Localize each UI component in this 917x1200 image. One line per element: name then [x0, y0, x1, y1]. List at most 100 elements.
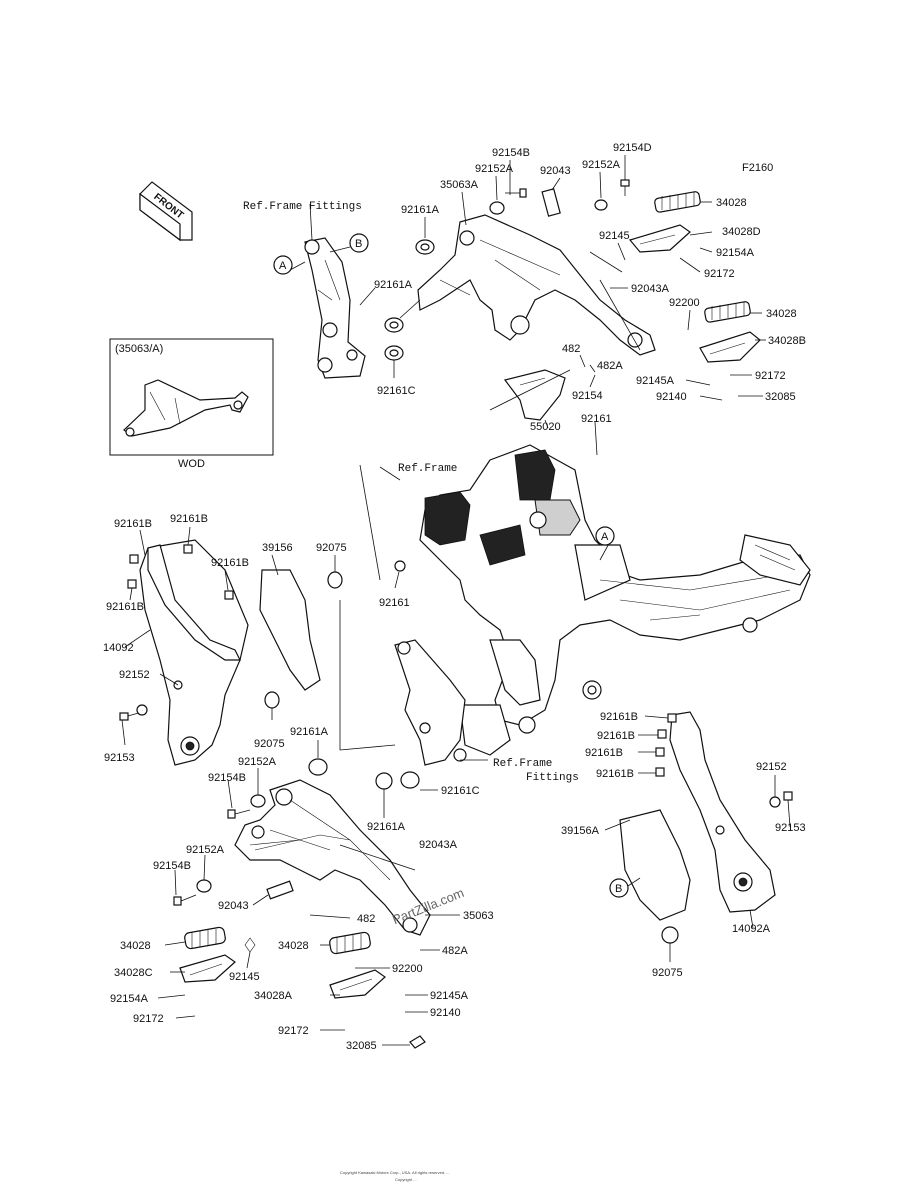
front-arrow-icon: FRONT: [139, 181, 193, 242]
label-92161B-l2: 92161B: [170, 513, 208, 525]
bushing-92161A-bottom: [375, 772, 393, 790]
label-92154A-top: 92154A: [716, 247, 755, 259]
pad-92161B-r4: [655, 767, 665, 777]
marker-a-top: A: [273, 255, 293, 275]
bushing-92161C-top: [384, 345, 404, 361]
label-34028-bm: 34028: [278, 940, 309, 952]
label-92161B-r3: 92161B: [585, 747, 623, 759]
label-92161C-top: 92161C: [377, 385, 416, 397]
footpeg-rubber-34028-top: [654, 191, 701, 213]
ref-frame-fittings-mid-2: Fittings: [526, 772, 579, 784]
shield-39156A: [619, 809, 691, 921]
ref-frame-fittings-mid-1: Ref.Frame: [493, 758, 552, 770]
footpeg-34028B: [699, 331, 761, 363]
label-92200-top: 92200: [669, 297, 700, 309]
label-92152A-l2: 92152A: [186, 844, 225, 856]
label-92161A-top: 92161A: [401, 204, 440, 216]
pad-92161B-l3: [224, 590, 234, 600]
label-92043-top: 92043: [540, 165, 571, 177]
side-cover-14092A: [669, 711, 776, 913]
label-39156A: 39156A: [561, 825, 600, 837]
label-34028B: 34028B: [768, 335, 806, 347]
bolt-92152A-top2: [594, 199, 608, 211]
label-92043A-top: 92043A: [631, 283, 670, 295]
marker-a-mid: A: [595, 526, 615, 546]
label-32085-top: 32085: [765, 391, 796, 403]
front-footrest-bracket: [234, 779, 431, 936]
ref-frame-fittings-top: Ref.Frame Fittings: [243, 201, 362, 213]
label-92140-bottom: 92140: [430, 1007, 461, 1019]
svg-text:A: A: [601, 531, 609, 543]
label-35063A: 35063A: [440, 179, 479, 191]
label-14092: 14092: [103, 642, 134, 654]
inset-caption: WOD: [178, 458, 205, 470]
footpeg-34028C: [179, 954, 236, 983]
label-34028C: 34028C: [114, 967, 153, 979]
pad-92161B-l4: [127, 579, 137, 589]
ref-frame: Ref.Frame: [398, 463, 457, 475]
footpeg-rubber-34028-bl: [184, 926, 226, 950]
label-34028-top: 34028: [716, 197, 747, 209]
pad-92161B-r2: [657, 729, 667, 739]
pad-92161B-l1: [129, 554, 139, 564]
bolt-92152A-l2: [196, 879, 212, 893]
label-92200-bottom: 92200: [392, 963, 423, 975]
label-92153-l: 92153: [104, 752, 135, 764]
middle-bracket: [394, 639, 467, 766]
collar-92152-l: [136, 704, 148, 716]
label-92152-r: 92152: [756, 761, 787, 773]
label-92161B-l4: 92161B: [106, 601, 144, 613]
label-92154A-bottom: 92154A: [110, 993, 149, 1005]
label-92172-bl: 92172: [133, 1013, 164, 1025]
label-92161B-l1: 92161B: [114, 518, 152, 530]
label-482-top: 482: [562, 343, 580, 355]
bushing-92161A-left: [308, 758, 328, 776]
marker-b-top: B: [349, 233, 369, 253]
footpeg-rubber-34028-bm: [329, 931, 371, 955]
bolt-92154D-top: [620, 179, 630, 196]
footer-line-1: Copyright Kawasaki Motors Corp., USA. Al…: [340, 1170, 450, 1175]
bushing-92161C-bottom: [400, 771, 420, 789]
label-92161A-l: 92161A: [290, 726, 329, 738]
label-92075-r: 92075: [652, 967, 683, 979]
pin-92043-top: [541, 188, 561, 217]
label-92075-l2: 92075: [254, 738, 285, 750]
label-92161B-r1: 92161B: [600, 711, 638, 723]
label-92152-l: 92152: [119, 669, 150, 681]
pad-92161B-l2: [183, 544, 193, 554]
label-92043-bottom: 92043: [218, 900, 249, 912]
label-92161B-r4: 92161B: [596, 768, 634, 780]
pin-92043-bottom: [266, 880, 294, 900]
bushing-92161A-mid: [384, 317, 404, 333]
grommet-92075-r: [661, 926, 679, 944]
label-92161B-r2: 92161B: [597, 730, 635, 742]
label-34028-bl: 34028: [120, 940, 151, 952]
spring-92145-bottom: [244, 937, 256, 953]
label-92140-top: 92140: [656, 391, 687, 403]
footpeg-rubber-34028-top2: [704, 301, 751, 323]
label-34028A: 34028A: [254, 990, 293, 1002]
top-left-bracket: [304, 237, 366, 379]
label-92154B-l2: 92154B: [153, 860, 191, 872]
inset-title: (35063/A): [115, 343, 163, 355]
label-92154B-l: 92154B: [208, 772, 246, 784]
label-92152A-top1: 92152A: [475, 163, 514, 175]
bolt-92153-r: [783, 791, 793, 801]
grommet-92161-mid: [394, 560, 406, 572]
label-92075-l1: 92075: [316, 542, 347, 554]
label-39156: 39156: [262, 542, 293, 554]
label-35063: 35063: [463, 910, 494, 922]
heel-guard-55020: [503, 369, 566, 421]
bolt-92154B-l: [227, 809, 251, 819]
label-92145-top: 92145: [599, 230, 630, 242]
shield-39156: [259, 569, 321, 691]
footpeg-34028A: [329, 969, 386, 999]
svg-text:B: B: [355, 238, 362, 250]
label-92152A-l1: 92152A: [238, 756, 277, 768]
grommet-92075-l2: [264, 691, 280, 709]
label-34028D: 34028D: [722, 226, 761, 238]
svg-text:B: B: [615, 883, 622, 895]
label-92172-bm: 92172: [278, 1025, 309, 1037]
label-92145A-bottom: 92145A: [430, 990, 469, 1002]
